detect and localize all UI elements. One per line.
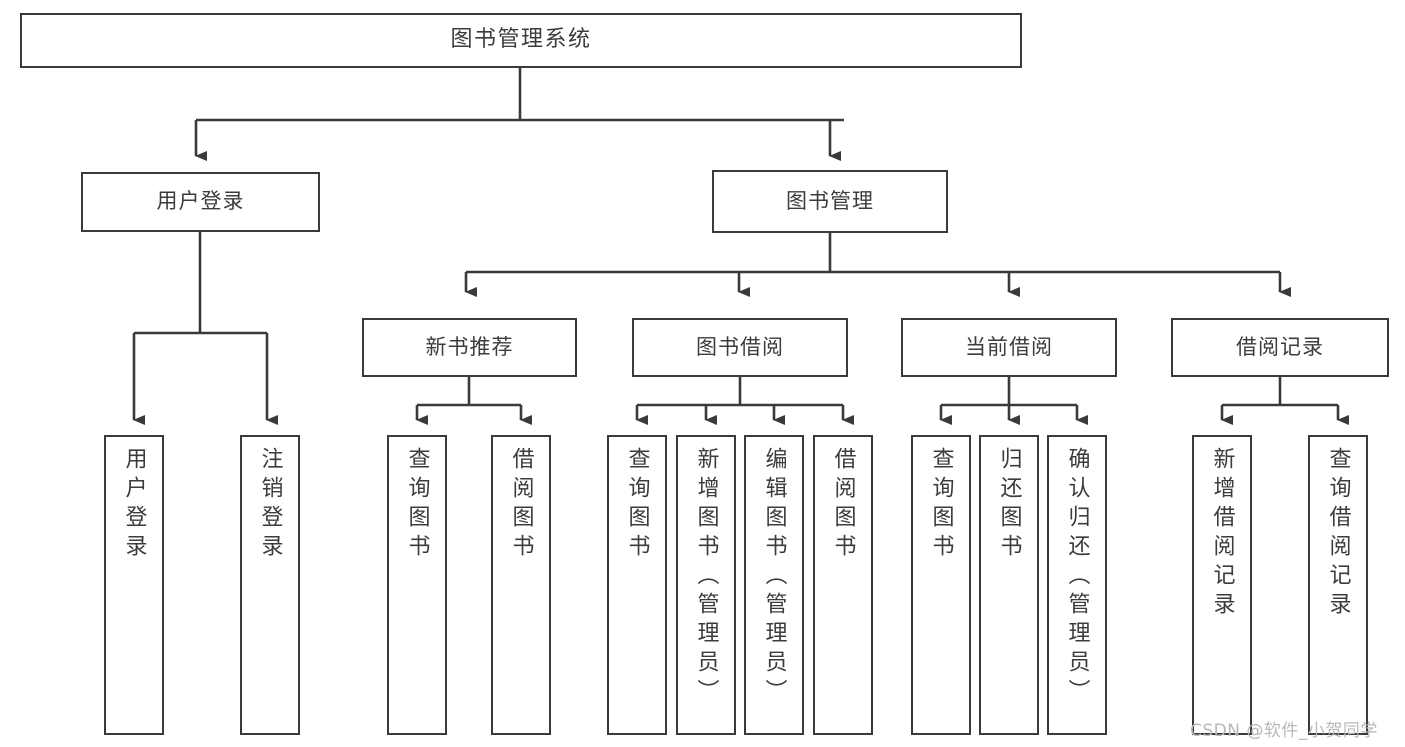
node-label: 编辑图书（管理员） (761, 447, 787, 708)
node-label: 新书推荐 (425, 334, 514, 359)
node-label: 图书管理系统 (450, 27, 592, 53)
node-label: 注销登录 (257, 447, 283, 563)
leaf-borrow-record-query-record[interactable]: 查询借阅记录 (1308, 435, 1368, 735)
node-label: 借阅图书 (830, 447, 856, 563)
leaf-user-login-logout[interactable]: 注销登录 (240, 435, 300, 735)
node-label: 归还图书 (996, 447, 1022, 563)
node-label: 图书借阅 (696, 334, 784, 359)
node-label: 借阅记录 (1236, 334, 1324, 359)
node-label: 新增图书（管理员） (693, 447, 719, 708)
csdn-watermark: CSDN @软件_小贺同学 (1190, 721, 1378, 741)
node-label: 查询借阅记录 (1325, 447, 1351, 621)
leaf-book-borrow-query-book[interactable]: 查询图书 (607, 435, 667, 735)
node-current-borrow[interactable]: 当前借阅 (901, 318, 1117, 377)
node-book-borrow[interactable]: 图书借阅 (632, 318, 848, 377)
leaf-book-borrow-edit-book-admin[interactable]: 编辑图书（管理员） (744, 435, 804, 735)
leaf-new-book-borrow-book[interactable]: 借阅图书 (491, 435, 551, 735)
leaf-current-borrow-return-book[interactable]: 归还图书 (979, 435, 1039, 735)
node-label: 当前借阅 (965, 334, 1053, 359)
node-book-management[interactable]: 图书管理 (712, 170, 948, 233)
node-new-book-recommend[interactable]: 新书推荐 (362, 318, 577, 377)
node-borrow-record[interactable]: 借阅记录 (1171, 318, 1389, 377)
node-root-book-management-system[interactable]: 图书管理系统 (20, 13, 1022, 68)
node-label: 确认归还（管理员） (1064, 447, 1090, 708)
node-label: 查询图书 (928, 447, 954, 563)
leaf-borrow-record-add-record[interactable]: 新增借阅记录 (1192, 435, 1252, 735)
node-label: 借阅图书 (508, 447, 534, 563)
node-label: 新增借阅记录 (1209, 447, 1235, 621)
node-label: 用户登录 (156, 189, 245, 214)
node-label: 查询图书 (404, 447, 430, 563)
leaf-new-book-query-book[interactable]: 查询图书 (387, 435, 447, 735)
node-user-login[interactable]: 用户登录 (81, 172, 320, 232)
leaf-current-borrow-confirm-return-admin[interactable]: 确认归还（管理员） (1047, 435, 1107, 735)
leaf-book-borrow-add-book-admin[interactable]: 新增图书（管理员） (676, 435, 736, 735)
node-label: 用户登录 (121, 447, 147, 563)
node-label: 图书管理 (786, 188, 874, 213)
leaf-current-borrow-query-book[interactable]: 查询图书 (911, 435, 971, 735)
leaf-book-borrow-borrow-book[interactable]: 借阅图书 (813, 435, 873, 735)
leaf-user-login-login[interactable]: 用户登录 (104, 435, 164, 735)
node-label: 查询图书 (624, 447, 650, 563)
